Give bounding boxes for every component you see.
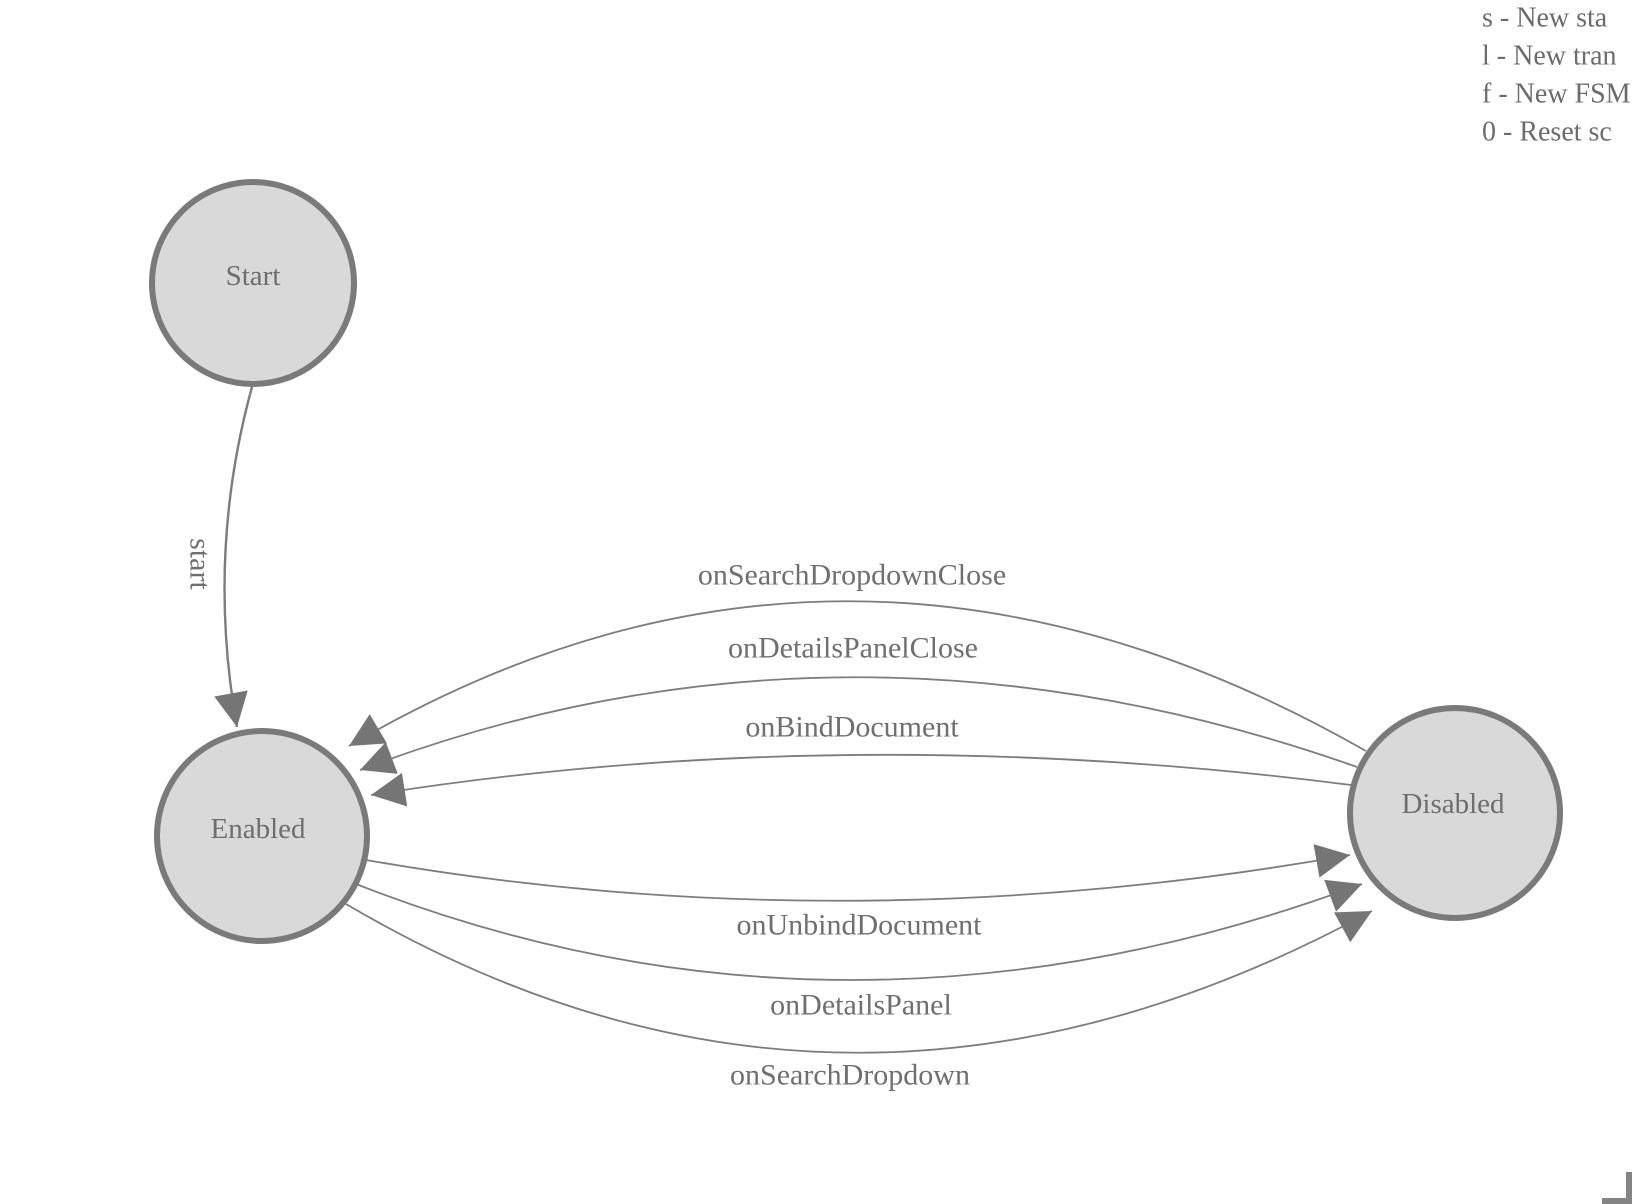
transition-onBindDocument: onBindDocument [370, 711, 1352, 807]
transition-onDetailsPanelClose-label: onDetailsPanelClose [728, 632, 978, 665]
shortcut-new-state: s - New sta [1482, 3, 1608, 34]
state-disabled[interactable]: Disabled [1347, 705, 1563, 921]
transition-onDetailsPanel-line[interactable] [355, 879, 1363, 981]
transition-onSearchDropdownClose: onSearchDropdownClose [348, 559, 1367, 752]
state-enabled[interactable]: Enabled [154, 728, 370, 944]
state-enabled-label: Enabled [210, 813, 306, 845]
transition-start-line[interactable] [214, 386, 254, 728]
state-start-label: Start [226, 260, 281, 292]
shortcut-reset: 0 - Reset sc [1482, 117, 1612, 148]
shortcut-help: s - New sta l - New tran f - New FSM 0 -… [1482, 3, 1631, 148]
transition-onSearchDropdownClose-label: onSearchDropdownClose [698, 559, 1006, 592]
transition-onBindDocument-label: onBindDocument [745, 711, 959, 744]
transition-onSearchDropdown-label: onSearchDropdown [730, 1059, 970, 1092]
transition-onDetailsPanel-label: onDetailsPanel [770, 989, 952, 1022]
state-enabled-circle[interactable] [154, 728, 370, 944]
transition-onSearchDropdown-line[interactable] [345, 903, 1373, 1054]
transition-onDetailsPanelClose: onDetailsPanelClose [359, 632, 1358, 774]
transition-onDetailsPanelClose-line[interactable] [359, 676, 1358, 774]
shortcut-new-fsm: f - New FSM [1482, 79, 1631, 110]
transition-onBindDocument-line[interactable] [370, 753, 1352, 807]
corner-mark [1602, 1172, 1632, 1204]
transition-onDetailsPanel: onDetailsPanel [355, 879, 1363, 1022]
transition-onUnbindDocument-label: onUnbindDocument [737, 909, 983, 942]
state-start[interactable]: Start [149, 179, 357, 387]
shortcut-new-transition: l - New tran [1482, 41, 1617, 72]
transition-onSearchDropdown: onSearchDropdown [345, 903, 1373, 1092]
transition-start: start [184, 386, 254, 728]
transition-onSearchDropdownClose-line[interactable] [348, 600, 1367, 752]
state-disabled-label: Disabled [1401, 788, 1505, 820]
transition-onUnbindDocument-line[interactable] [365, 844, 1351, 902]
transition-onUnbindDocument: onUnbindDocument [365, 844, 1351, 942]
transition-start-label: start [184, 538, 217, 590]
state-start-circle[interactable] [149, 179, 357, 387]
state-disabled-circle[interactable] [1347, 705, 1563, 921]
